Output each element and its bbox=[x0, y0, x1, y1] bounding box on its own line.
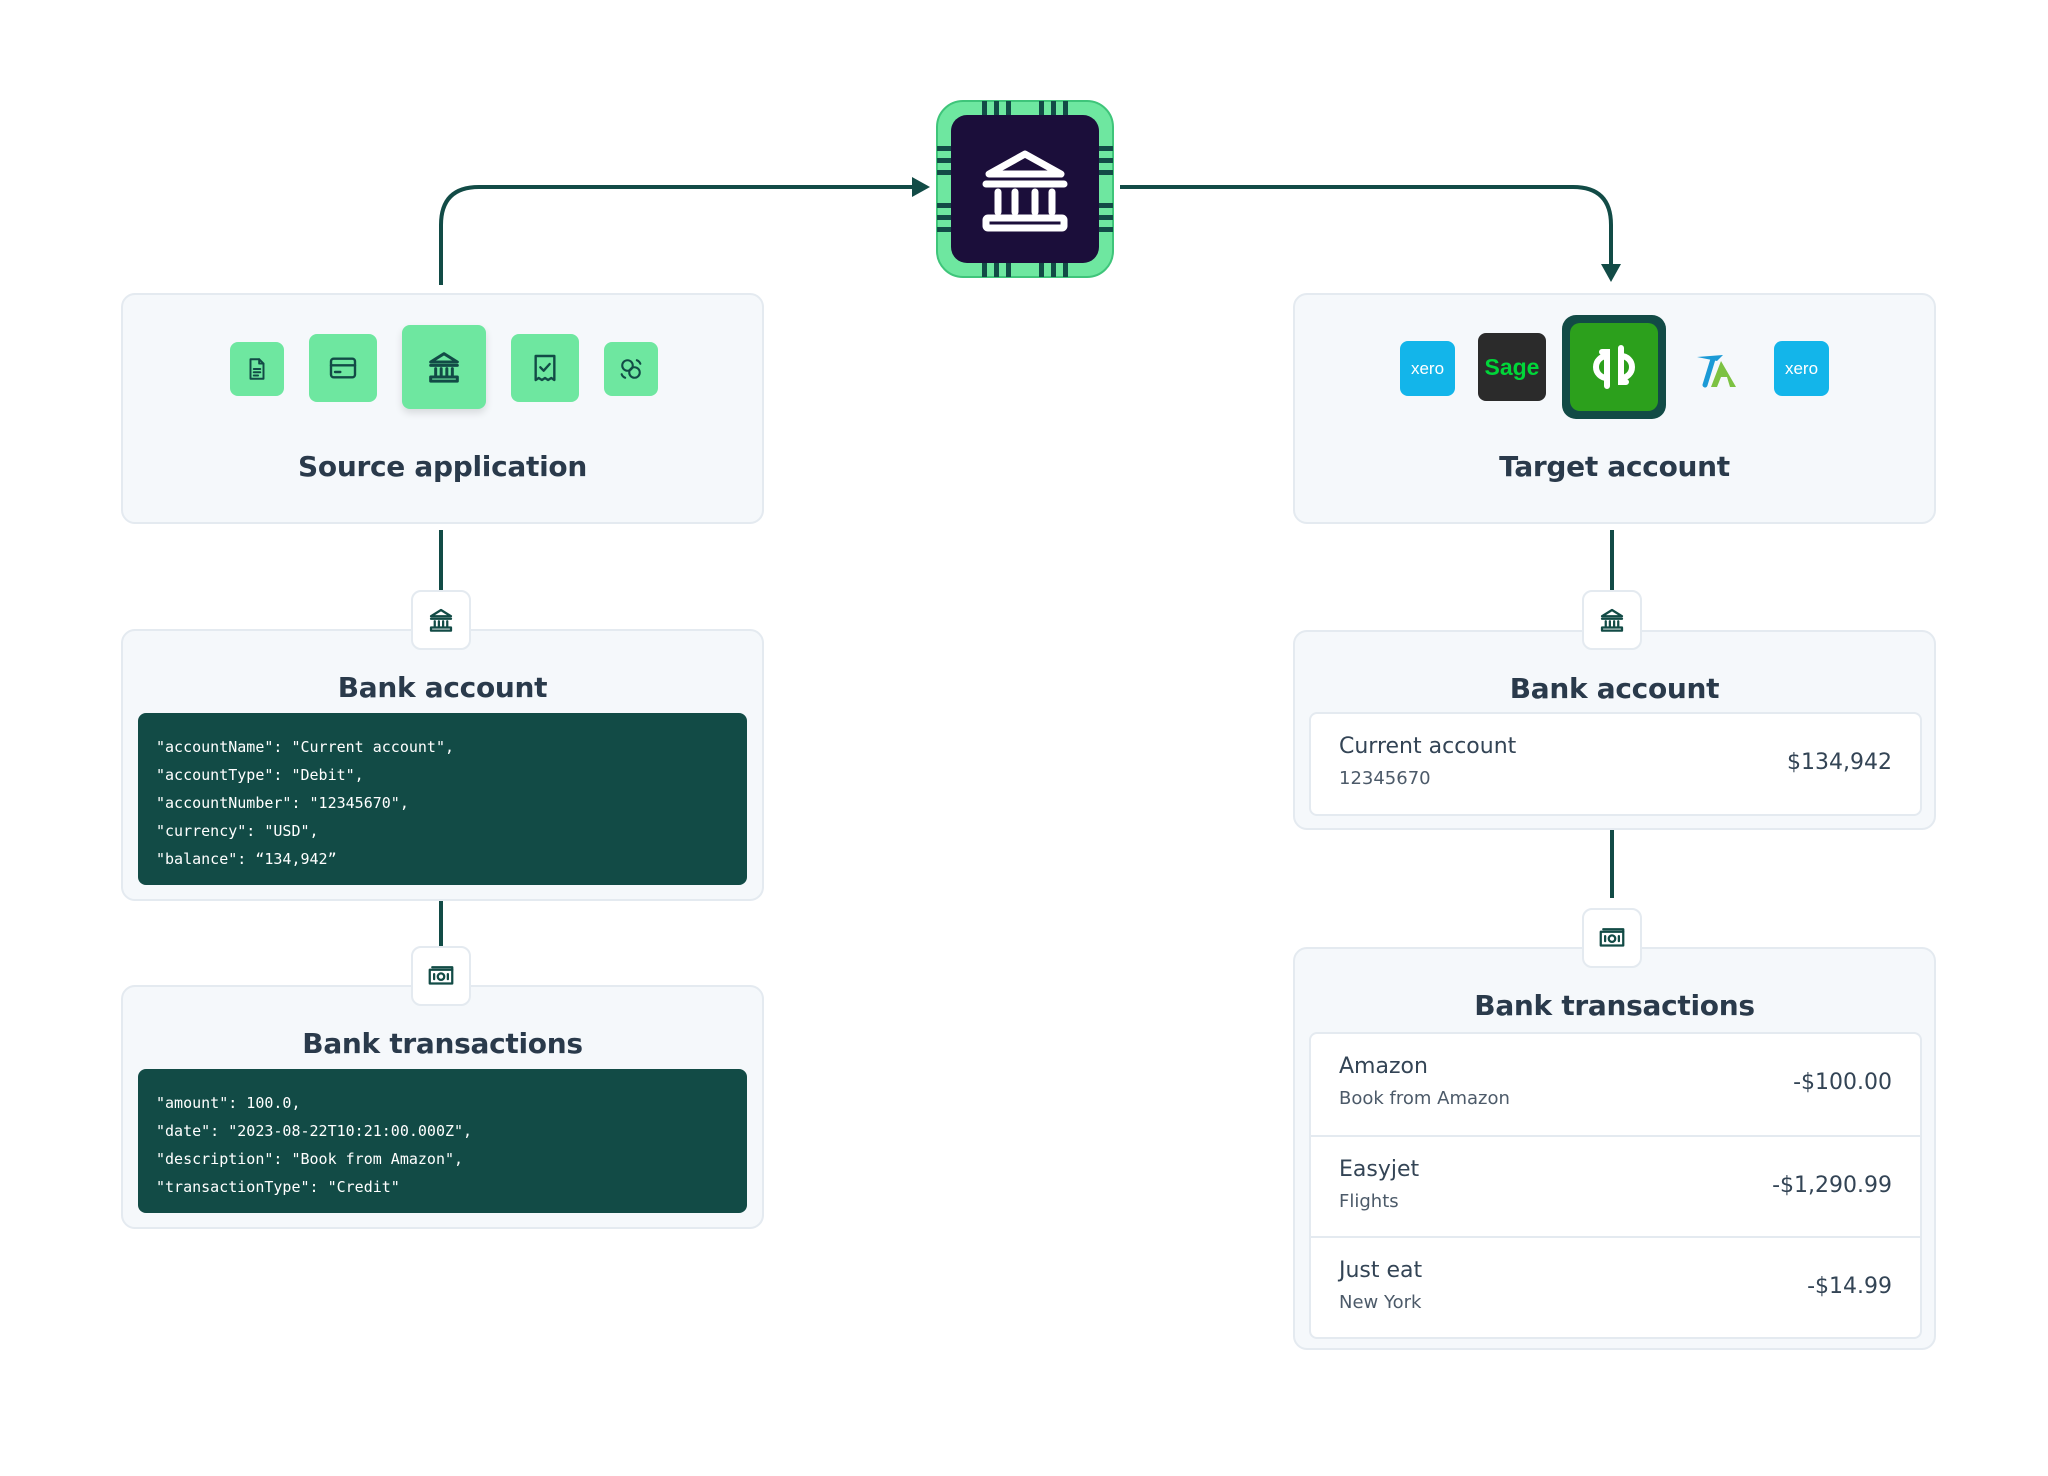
receipt-check-icon[interactable] bbox=[511, 334, 579, 402]
xero-logo-text: xero bbox=[1410, 358, 1445, 378]
bank-icon[interactable] bbox=[402, 325, 486, 409]
transaction-description: Book from Amazon bbox=[1339, 1088, 1510, 1109]
code-line: "description": "Book from Amazon", bbox=[156, 1150, 464, 1168]
credit-card-icon[interactable] bbox=[309, 334, 377, 402]
bank-chip-icon bbox=[936, 100, 1114, 278]
transaction-amount: -$100.00 bbox=[1793, 1070, 1892, 1095]
sage-logo[interactable]: Sage bbox=[1478, 333, 1546, 401]
transaction-description: Flights bbox=[1339, 1191, 1399, 1212]
banknote-icon bbox=[1599, 928, 1625, 947]
source-to-hub-arrow bbox=[439, 185, 918, 285]
right-bank-account-title: Bank account bbox=[1509, 672, 1720, 705]
transaction-row[interactable]: Easyjet Flights -$1,290.99 bbox=[1311, 1135, 1920, 1236]
left-bank-account-panel: Bank account "accountName": "Current acc… bbox=[121, 629, 764, 901]
banknote-icon bbox=[428, 966, 454, 985]
bank-account-json: "accountName": "Current account", "accou… bbox=[138, 713, 747, 885]
xero-logo-2[interactable]: xero bbox=[1774, 341, 1829, 396]
left-bank-transactions-panel: Bank transactions "amount": 100.0, "date… bbox=[121, 985, 764, 1229]
bank-icon bbox=[1600, 608, 1624, 632]
hub-to-target-arrow bbox=[1120, 185, 1613, 265]
bank-hub bbox=[936, 100, 1114, 278]
transaction-row[interactable]: Just eat New York -$14.99 bbox=[1311, 1236, 1920, 1337]
target-connector-line-1 bbox=[1610, 530, 1614, 592]
left-transactions-connector-badge bbox=[411, 946, 471, 1006]
transaction-name: Easyjet bbox=[1339, 1157, 1420, 1182]
right-bank-transactions-title: Bank transactions bbox=[1474, 989, 1755, 1022]
source-arrowhead bbox=[912, 177, 930, 197]
account-number: 12345670 bbox=[1339, 768, 1431, 789]
right-bank-connector-badge bbox=[1582, 590, 1642, 650]
quickbooks-logo[interactable]: qb bbox=[1562, 315, 1666, 419]
code-line: "amount": 100.0, bbox=[156, 1094, 301, 1112]
account-name: Current account bbox=[1339, 734, 1517, 759]
transaction-name: Amazon bbox=[1339, 1054, 1428, 1079]
transaction-amount: -$14.99 bbox=[1807, 1274, 1892, 1299]
target-account-panel: xero Sage qb A xero Target account bbox=[1293, 293, 1936, 524]
transactions-list: Amazon Book from Amazon -$100.00 Easyjet… bbox=[1309, 1032, 1922, 1339]
source-application-panel: Source application bbox=[121, 293, 764, 524]
code-line: "transactionType": "Credit" bbox=[156, 1178, 400, 1196]
bank-transactions-json: "amount": 100.0, "date": "2023-08-22T10:… bbox=[138, 1069, 747, 1213]
xero-logo-2-text: xero bbox=[1784, 358, 1819, 378]
right-bank-transactions-panel: Bank transactions Amazon Book from Amazo… bbox=[1293, 947, 1936, 1350]
left-bank-transactions-title: Bank transactions bbox=[302, 1027, 583, 1060]
source-connector-line-2 bbox=[439, 901, 443, 948]
code-line: "accountName": "Current account", bbox=[156, 738, 455, 756]
xero-logo[interactable]: xero bbox=[1400, 341, 1455, 396]
code-line: "balance": “134,942” bbox=[156, 850, 337, 868]
transaction-row[interactable]: Amazon Book from Amazon -$100.00 bbox=[1311, 1034, 1920, 1135]
code-line: "currency": "USD", bbox=[156, 822, 319, 840]
accountsiq-icon bbox=[1696, 354, 1736, 387]
account-balance: $134,942 bbox=[1787, 750, 1892, 775]
source-application-title: Source application bbox=[298, 450, 587, 483]
quickbooks-icon bbox=[1593, 345, 1635, 389]
transaction-name: Just eat bbox=[1339, 1258, 1423, 1283]
accountsiq-logo[interactable]: A bbox=[1687, 341, 1742, 396]
document-icon[interactable] bbox=[230, 342, 284, 396]
transaction-amount: -$1,290.99 bbox=[1772, 1173, 1892, 1198]
sync-coins-icon[interactable] bbox=[604, 342, 658, 396]
code-line: "accountNumber": "12345670", bbox=[156, 794, 409, 812]
bank-account-card[interactable]: Current account 12345670 $134,942 bbox=[1309, 712, 1922, 816]
target-arrowhead bbox=[1601, 264, 1621, 282]
code-line: "date": "2023-08-22T10:21:00.000Z", bbox=[156, 1122, 473, 1140]
left-bank-connector-badge bbox=[411, 590, 471, 650]
source-connector-line-1 bbox=[439, 530, 443, 590]
target-connector-line-2 bbox=[1610, 830, 1614, 898]
code-line: "accountType": "Debit", bbox=[156, 766, 364, 784]
sage-logo-text: Sage bbox=[1484, 353, 1540, 380]
left-bank-account-title: Bank account bbox=[337, 671, 548, 704]
transaction-description: New York bbox=[1339, 1292, 1422, 1313]
bank-account-row[interactable]: Current account 12345670 $134,942 bbox=[1311, 714, 1920, 815]
bank-icon bbox=[429, 608, 453, 632]
target-account-title: Target account bbox=[1499, 450, 1730, 483]
right-transactions-connector-badge bbox=[1582, 908, 1642, 968]
right-bank-account-panel: Bank account Current account 12345670 $1… bbox=[1293, 630, 1936, 830]
